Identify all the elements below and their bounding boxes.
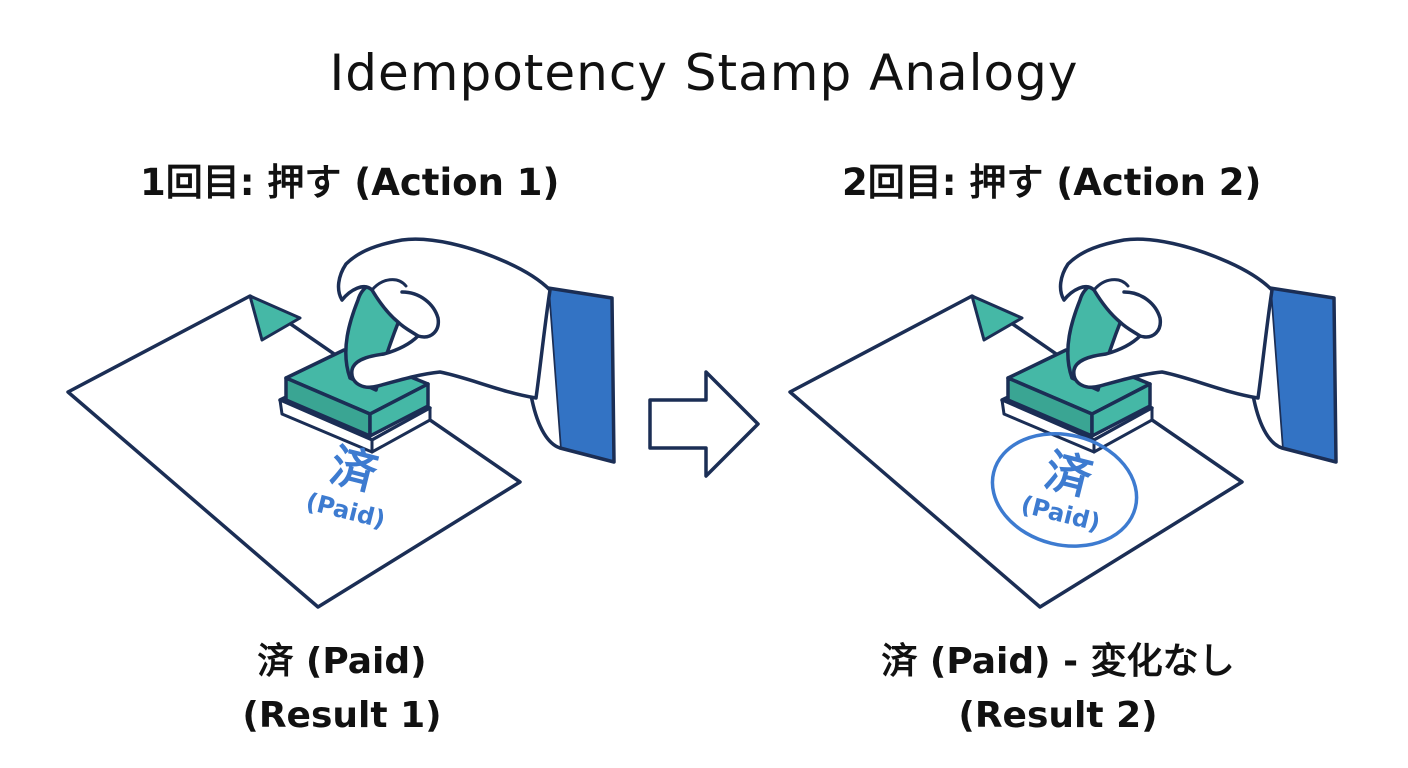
left-panel-heading: 1回目: 押す (Action 1) — [140, 161, 560, 204]
right-scene: 済 (Paid) — [788, 237, 1338, 609]
right-arrow-icon — [648, 370, 760, 478]
stamp-circle — [990, 431, 1139, 548]
left-scene: 済 (Paid) — [66, 237, 616, 609]
diagram-title: Idempotency Stamp Analogy — [329, 44, 1079, 102]
right-result: 済 (Paid) - 変化なし (Result 2) — [778, 635, 1338, 743]
right-result-line1: 済 (Paid) - 変化なし — [881, 641, 1235, 682]
left-result: 済 (Paid) (Result 1) — [62, 635, 622, 743]
left-result-line2: (Result 1) — [242, 695, 442, 736]
left-result-line1: 済 (Paid) — [257, 641, 427, 682]
right-panel-heading: 2回目: 押す (Action 2) — [842, 161, 1262, 204]
right-result-line2: (Result 2) — [958, 695, 1158, 736]
